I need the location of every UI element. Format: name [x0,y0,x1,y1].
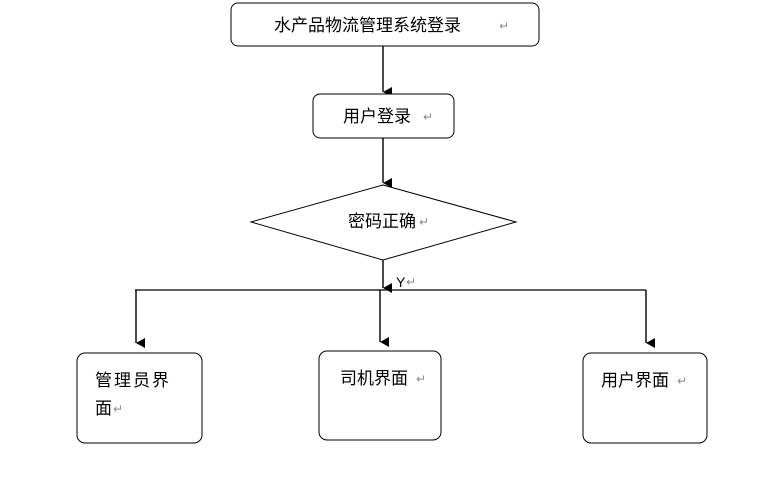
user-interface-text: 用户界面 [601,371,669,391]
system-login-text: 水产品物流管理系统登录 [274,16,461,36]
return-mark: ↵ [406,275,416,289]
admin-interface-box [76,352,203,444]
return-mark: ↵ [416,372,426,386]
user-interface-box [582,352,708,444]
return-mark: ↵ [419,215,429,229]
admin-interface-text-line1: 管理员界 [95,371,171,391]
driver-interface-box [318,350,442,441]
system-login-box [230,2,540,47]
return-mark: ↵ [499,19,509,33]
return-mark: ↵ [677,374,687,388]
return-mark: ↵ [113,402,123,416]
admin-interface-text-line2: 面 [95,399,112,419]
yes-label: Y [396,274,406,290]
password-check-text: 密码正确 [348,212,416,232]
return-mark: ↵ [423,110,433,124]
driver-interface-text: 司机界面 [340,369,408,389]
user-login-text: 用户登录 [343,107,411,127]
